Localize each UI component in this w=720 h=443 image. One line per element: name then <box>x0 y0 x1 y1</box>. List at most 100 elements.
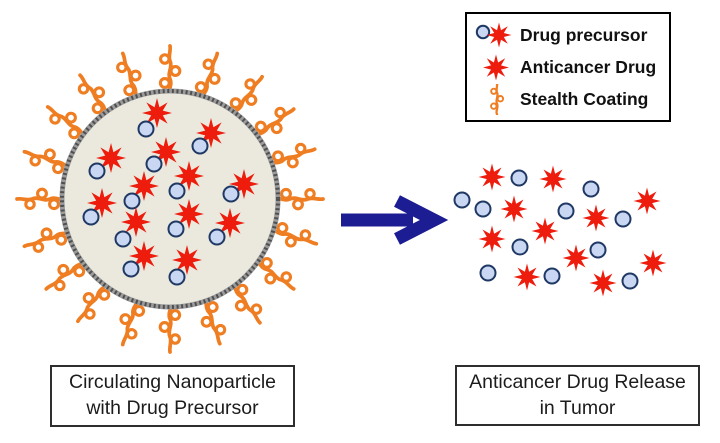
stealth-coating-anchor <box>266 221 319 248</box>
stealth-coating-anchor <box>119 295 146 347</box>
stealth-coating-coil <box>22 148 74 175</box>
drug-precursor-pair <box>208 208 245 246</box>
stealth-coating-coil <box>229 74 264 119</box>
anticancer-drug-star <box>174 199 204 229</box>
drug-precursor-pair <box>222 169 259 203</box>
anticancer-drug-star <box>215 208 245 238</box>
drug-precursor-dot <box>145 155 163 173</box>
anticancer-drug-star <box>531 217 559 245</box>
anticancer-drug-star <box>478 225 506 253</box>
legend-label-drug-precursor: Drug precursor <box>520 24 648 45</box>
anticancer-drug-star <box>539 165 567 193</box>
drug-precursor-dot <box>511 238 529 256</box>
anticancer-drug-star <box>639 249 667 277</box>
drug-precursor-pair <box>145 137 181 173</box>
stealth-coating-anchor <box>271 187 325 211</box>
drug-precursor-pair <box>122 241 159 278</box>
stealth-coating-icon <box>490 83 505 115</box>
anticancer-drug-star <box>172 245 202 275</box>
stealth-coating-anchor <box>45 105 90 140</box>
stealth-coating-coil <box>22 227 74 253</box>
anticancer-drug-star <box>174 161 204 191</box>
stealth-coating-anchor <box>251 257 296 291</box>
drug-precursor-dot <box>621 272 639 290</box>
drug-precursor-dot <box>168 182 186 200</box>
drug-precursor-pair <box>191 118 226 155</box>
drug-precursor-dot <box>88 162 106 180</box>
stealth-coating-anchor <box>265 142 317 169</box>
anticancer-drug-star <box>500 195 528 223</box>
drug-precursor-pair <box>168 245 202 286</box>
drug-precursor-dot <box>168 268 186 286</box>
stealth-coating-coil <box>44 257 89 292</box>
anticancer-drug-star <box>589 269 617 297</box>
anticancer-drug-star <box>142 98 172 128</box>
anticancer-drug-star <box>129 171 159 201</box>
stealth-coating-coil <box>200 294 227 346</box>
drug-precursor-pair <box>137 98 172 138</box>
drug-precursor-icon <box>475 22 512 47</box>
drug-precursor-dot <box>557 202 575 220</box>
encapsulated-precursors <box>82 98 259 286</box>
stealth-coating-anchor <box>228 280 263 325</box>
stealth-coating-coil <box>158 44 182 98</box>
stealth-coating-coil <box>158 300 182 354</box>
drug-precursor-dot <box>589 241 607 259</box>
stealth-coating-coil <box>251 106 296 141</box>
stealth-coating-anchor <box>116 51 142 103</box>
arrow-head <box>394 195 449 245</box>
release-arrow <box>341 195 449 245</box>
drug-precursor-dot <box>122 260 140 278</box>
drug-precursor-dot <box>82 208 100 226</box>
caption-right-line2: in Tumor <box>539 396 616 419</box>
stealth-coating-coil <box>266 221 319 248</box>
drug-precursor-dot <box>123 192 141 210</box>
drug-precursor-dot <box>479 264 497 282</box>
drug-precursor-dot <box>543 267 561 285</box>
stealth-coating-coil <box>194 51 221 103</box>
stealth-coating-anchor <box>251 106 296 141</box>
stealth-coating-layer <box>15 44 325 354</box>
caption-left-box: Circulating Nanoparticle with Drug Precu… <box>50 365 295 427</box>
stealth-coating-coil <box>76 279 111 324</box>
stealth-coating-coil <box>228 280 263 325</box>
drug-precursor-pair <box>114 207 151 248</box>
drug-precursor-dot <box>208 228 226 246</box>
drug-precursor-dot <box>510 169 528 187</box>
drug-precursor-dot <box>191 137 209 155</box>
stealth-coating-anchor <box>229 74 264 119</box>
legend-item-stealth-coating: Stealth Coating <box>473 83 667 115</box>
legend-label-anticancer-drug: Anticancer Drug <box>520 56 657 77</box>
stealth-coating-coil <box>45 105 90 140</box>
stealth-coating-coil <box>265 142 317 169</box>
stealth-coating-anchor <box>22 227 74 253</box>
anticancer-drug-star <box>483 54 509 80</box>
anticancer-drug-icon <box>483 54 509 80</box>
drug-precursor-dot <box>582 180 600 198</box>
caption-right-line1: Anticancer Drug Release <box>469 370 686 393</box>
drug-precursor-pair <box>123 171 159 210</box>
anticancer-drug-star <box>121 207 151 237</box>
stealth-coating-anchor <box>200 294 227 346</box>
anticancer-drug-star <box>96 143 126 173</box>
anticancer-drug-star <box>513 263 541 291</box>
drug-precursor-dot <box>475 24 491 39</box>
drug-precursor-dot <box>474 200 492 218</box>
anticancer-drug-star <box>633 187 661 215</box>
anticancer-drug-star <box>582 204 610 232</box>
stealth-coating-anchor <box>15 187 69 211</box>
drug-precursor-dot <box>167 220 185 238</box>
legend-item-drug-precursor: Drug precursor <box>473 20 667 51</box>
caption-right-box: Anticancer Drug Release in Tumor <box>455 365 700 426</box>
legend-box: Drug precursor Anticancer Drug Stealth C… <box>465 12 671 122</box>
stealth-coating-anchor <box>158 44 182 98</box>
caption-left-line1: Circulating Nanoparticle <box>68 371 277 394</box>
drug-precursor-dot <box>114 230 132 248</box>
legend-item-anticancer-drug: Anticancer Drug <box>473 52 667 83</box>
drug-precursor-pair <box>88 143 126 180</box>
stealth-coating-coil <box>116 51 142 103</box>
drug-precursor-pair <box>167 199 204 238</box>
caption-left-line2: with Drug Precursor <box>86 397 259 419</box>
